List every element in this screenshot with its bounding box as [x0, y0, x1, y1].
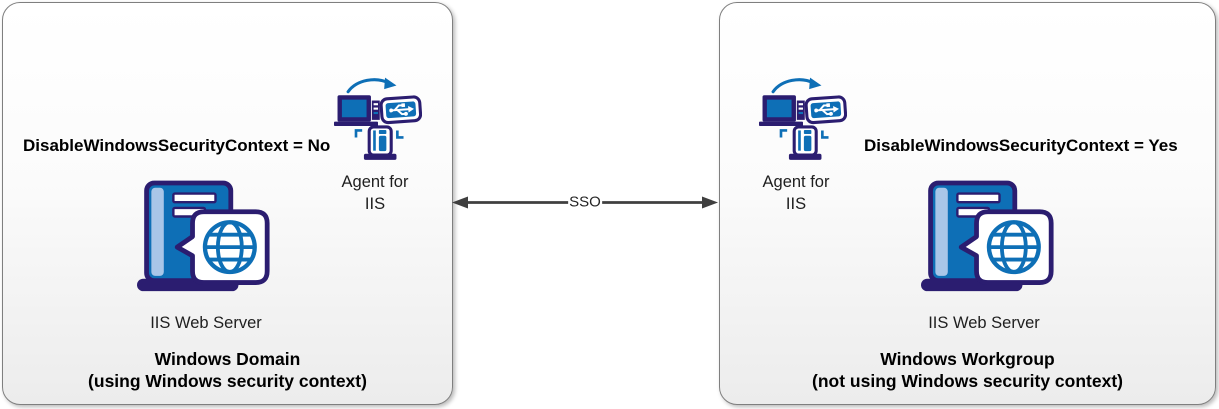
sso-label: SSO	[568, 193, 602, 212]
panel-title: Windows Workgroup	[880, 349, 1055, 369]
agent-label-line2: IIS	[785, 195, 807, 213]
agent-for-iis-icon	[759, 77, 848, 161]
agent-label-line1: Agent for	[341, 173, 409, 191]
windows-workgroup-panel: Agent for IIS DisableWindowsSecurityCont…	[719, 2, 1216, 405]
agent-for-iis-label: Agent for IIS	[750, 171, 842, 215]
windows-domain-panel: DisableWindowsSecurityContext = No	[2, 2, 453, 405]
iis-web-server-label: IIS Web Server	[928, 314, 1040, 332]
panel-caption: Windows Domain (using Windows security c…	[3, 348, 452, 392]
iis-web-server-label: IIS Web Server	[150, 314, 262, 332]
sso-double-arrow: SSO	[451, 193, 719, 213]
panel-subtitle: (not using Windows security context)	[812, 371, 1123, 391]
agent-label-line1: Agent for	[762, 173, 830, 191]
iis-web-server-icon	[921, 179, 1055, 299]
panel-title: Windows Domain	[154, 349, 301, 369]
agent-label-line2: IIS	[364, 195, 386, 213]
agent-for-iis-label: Agent for IIS	[329, 171, 421, 215]
setting-label: DisableWindowsSecurityContext = No	[23, 136, 331, 155]
panel-caption: Windows Workgroup (not using Windows sec…	[720, 348, 1215, 392]
panel-subtitle: (using Windows security context)	[88, 371, 367, 391]
agent-for-iis-icon	[334, 77, 423, 161]
iis-web-server-icon	[137, 179, 271, 299]
setting-label: DisableWindowsSecurityContext = Yes	[864, 136, 1178, 155]
